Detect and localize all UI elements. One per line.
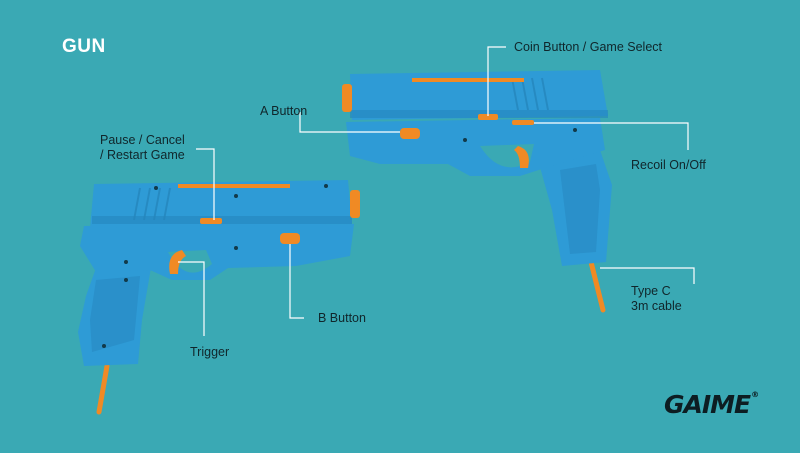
left-gun-pause-button bbox=[200, 218, 222, 224]
type-c-callout-line bbox=[600, 267, 695, 284]
right-gun-muzzle-tip bbox=[342, 84, 352, 112]
pause-label: Pause / Cancel / Restart Game bbox=[100, 133, 185, 162]
a-button-label: A Button bbox=[260, 104, 308, 118]
recoil-callout-line bbox=[534, 122, 689, 150]
type-c-label: Type C 3m cable bbox=[631, 284, 682, 313]
left-gun-muzzle-tip bbox=[350, 190, 360, 218]
right-gun-trigger bbox=[514, 146, 529, 168]
right-gun-slide-strip bbox=[412, 78, 524, 82]
left-gun-b-button bbox=[280, 233, 300, 244]
left-gun-cable bbox=[96, 363, 110, 415]
recoil-label: Recoil On/Off bbox=[631, 158, 706, 172]
coin-callout-line bbox=[487, 46, 506, 116]
right-gun-cable bbox=[587, 255, 606, 313]
brand-name: GAIME bbox=[664, 390, 751, 419]
b-button-callout-line bbox=[289, 244, 304, 319]
left-gun-trigger bbox=[169, 250, 186, 274]
left-gun bbox=[78, 180, 360, 415]
pause-callout-line bbox=[196, 148, 215, 220]
right-gun-a-button bbox=[400, 128, 420, 139]
registered-mark: ® bbox=[751, 390, 759, 399]
trigger-callout-line bbox=[178, 261, 205, 336]
right-gun-recoil-switch bbox=[512, 120, 534, 125]
right-gun-coin-button bbox=[478, 114, 498, 120]
callout-lines bbox=[178, 46, 695, 336]
right-gun bbox=[342, 70, 612, 313]
brand-logo: GAIME® bbox=[664, 390, 759, 419]
trigger-label: Trigger bbox=[190, 345, 230, 359]
left-gun-slide-strip bbox=[178, 184, 290, 188]
b-button-label: B Button bbox=[318, 311, 366, 325]
page-title: GUN bbox=[62, 36, 106, 57]
coin-button-label: Coin Button / Game Select bbox=[514, 40, 662, 54]
a-button-callout-line bbox=[299, 112, 400, 133]
